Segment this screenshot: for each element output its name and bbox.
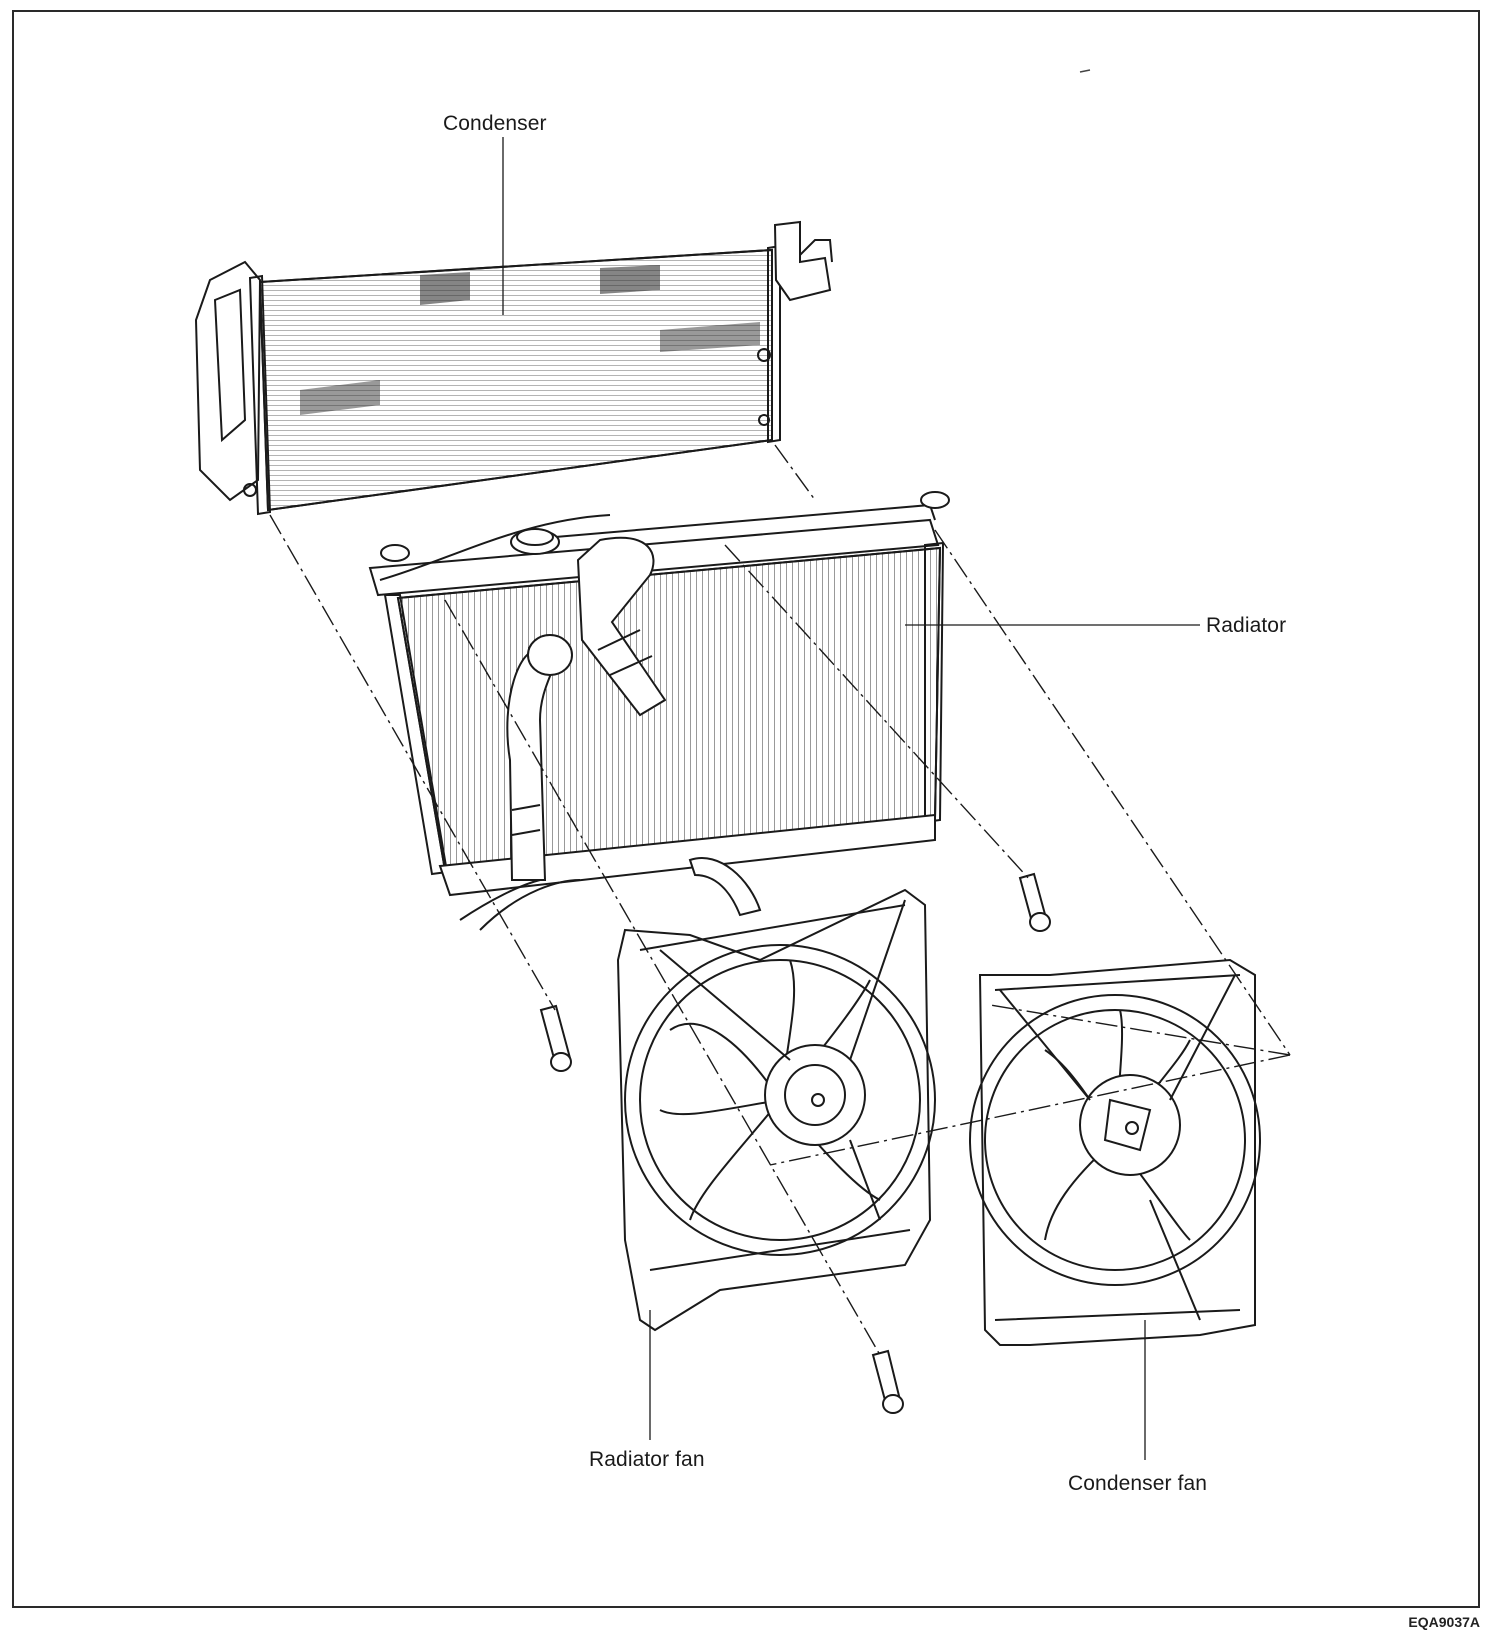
radiator-label: Radiator: [1206, 614, 1287, 637]
condenser-fan-part: [969, 958, 1261, 1346]
radiator-fan-label: Radiator fan: [589, 1448, 705, 1471]
alignment-lines: [269, 444, 1291, 1356]
stray-mark: [1079, 69, 1091, 73]
bolts: [539, 872, 1051, 1414]
condenser-fan-label: Condenser fan: [1068, 1472, 1208, 1495]
condenser-label: Condenser: [443, 112, 547, 135]
condenser-part: [194, 220, 833, 516]
radiator-part: [368, 491, 950, 931]
figure-code: EQA9037A: [1408, 1614, 1480, 1630]
radiator-fan-part: [616, 888, 936, 1332]
leader-lines: [502, 137, 1200, 1460]
